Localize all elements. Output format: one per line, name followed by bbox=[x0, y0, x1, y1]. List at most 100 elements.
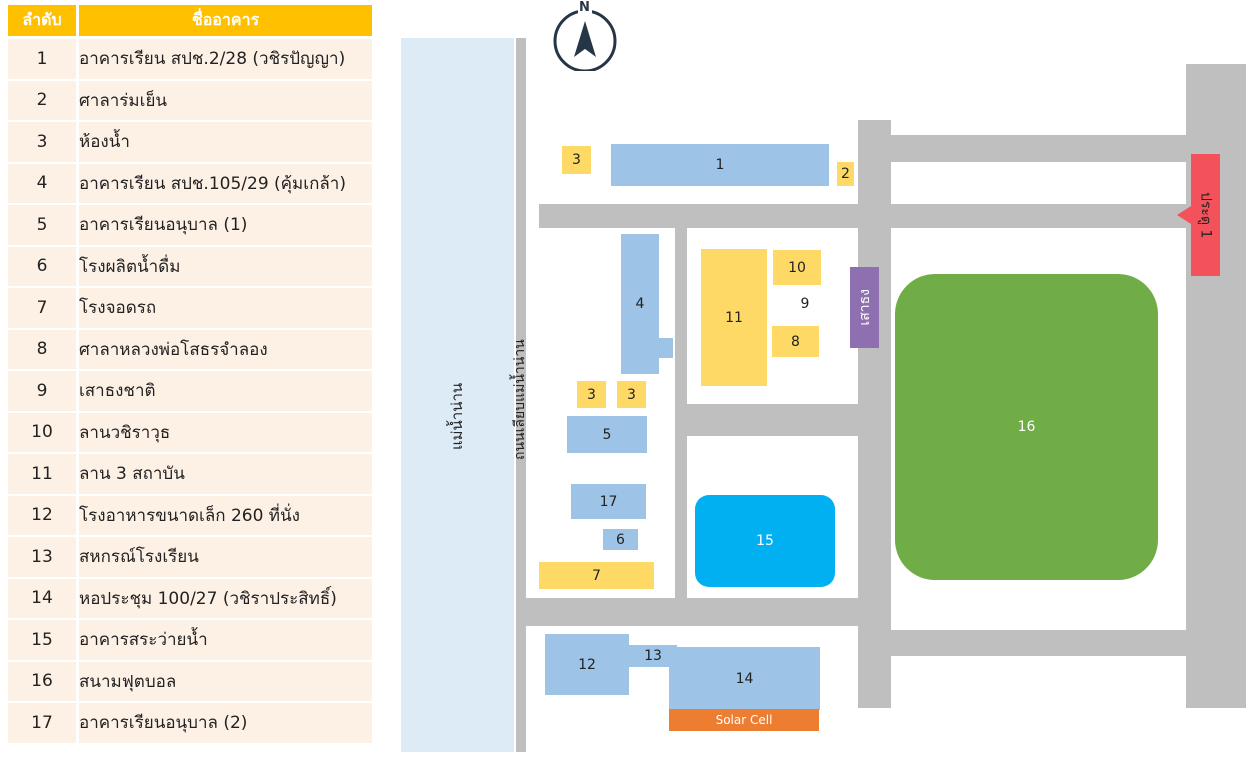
building-17: 17 bbox=[571, 484, 646, 519]
legend-row-name: โรงจอดรถ bbox=[79, 288, 372, 328]
legend-row-name: สหกรณ์โรงเรียน bbox=[79, 537, 372, 577]
river bbox=[401, 38, 514, 752]
north-label: N bbox=[579, 0, 590, 15]
legend-row-name: โรงอาหารขนาดเล็ก 260 ที่นั่ง bbox=[79, 495, 372, 535]
building-3-label: 3 bbox=[572, 152, 581, 168]
legend-row-name: เสาธงชาติ bbox=[79, 371, 372, 411]
legend-row-number: 17 bbox=[8, 703, 76, 743]
legend-row-name: ศาลาร่มเย็น bbox=[79, 80, 372, 120]
road-south-east-horizontal bbox=[891, 630, 1186, 656]
riverside-road-label: ถนนเลียบแม่น้ำน่าน bbox=[512, 339, 528, 460]
building-15-label: 15 bbox=[756, 533, 774, 549]
legend-row-number: 3 bbox=[8, 122, 76, 162]
building-16-field: 16 bbox=[895, 274, 1158, 580]
building-1: 1 bbox=[611, 144, 829, 186]
legend-row-number: 15 bbox=[8, 620, 76, 660]
legend-row-number: 1 bbox=[8, 39, 76, 79]
solar-cell-label: Solar Cell bbox=[715, 713, 773, 727]
flagpole-marker: เสาธง bbox=[850, 267, 879, 348]
road-top-horizontal bbox=[890, 135, 1188, 162]
legend-row-number: 2 bbox=[8, 80, 76, 120]
building-8-label: 8 bbox=[791, 333, 800, 350]
riverside-road bbox=[516, 38, 526, 752]
building-4: 4 bbox=[621, 234, 659, 374]
building-4-label: 4 bbox=[635, 296, 645, 312]
building-8: 8 bbox=[772, 326, 819, 357]
building-3a-label: 3 bbox=[587, 386, 596, 403]
legend-header-no: ลำดับ bbox=[8, 5, 76, 36]
building-2-label: 2 bbox=[841, 166, 850, 182]
building-3-restroom-b: 3 bbox=[617, 381, 646, 408]
flagpole-label: เสาธง bbox=[856, 289, 873, 326]
legend-row-number: 12 bbox=[8, 495, 76, 535]
legend-row-name: อาคารเรียนอนุบาล (1) bbox=[79, 205, 372, 245]
building-6: 6 bbox=[603, 529, 638, 550]
road-inner-horizontal bbox=[687, 404, 858, 436]
building-14: 14 bbox=[669, 647, 820, 710]
legend-row-number: 14 bbox=[8, 578, 76, 618]
building-14-label: 14 bbox=[735, 670, 754, 687]
legend-row-name: หอประชุม 100/27 (วชิราประสิทธิ์) bbox=[79, 578, 372, 618]
road-inner-vertical bbox=[675, 228, 687, 598]
building-13: 13 bbox=[629, 645, 677, 667]
building-7-label: 7 bbox=[592, 567, 601, 584]
building-17-label: 17 bbox=[599, 493, 618, 510]
road-south-horizontal bbox=[526, 598, 858, 626]
legend-header: ลำดับ ชื่ออาคาร bbox=[8, 5, 372, 36]
building-10: 10 bbox=[773, 250, 821, 285]
legend-row-number: 8 bbox=[8, 329, 76, 369]
building-3-restroom-a: 3 bbox=[577, 381, 606, 408]
north-compass-icon bbox=[552, 5, 618, 73]
legend-header-name: ชื่ออาคาร bbox=[79, 5, 372, 36]
building-2: 2 bbox=[837, 162, 854, 186]
building-11: 11 bbox=[701, 249, 767, 386]
building-3-restroom-north: 3 bbox=[562, 146, 591, 174]
building-15-pool: 15 bbox=[695, 495, 835, 587]
building-5-label: 5 bbox=[602, 426, 612, 443]
legend-row-number: 6 bbox=[8, 246, 76, 286]
legend-row-name: อาคารเรียนอนุบาล (2) bbox=[79, 703, 372, 743]
building-5: 5 bbox=[567, 416, 647, 453]
building-7: 7 bbox=[539, 562, 654, 589]
legend-row-number: 7 bbox=[8, 288, 76, 328]
legend-row-number: 13 bbox=[8, 537, 76, 577]
legend-row-name: อาคารเรียน สปช.2/28 (วชิรปัญญา) bbox=[79, 39, 372, 79]
building-1-label: 1 bbox=[715, 157, 725, 173]
building-16-label: 16 bbox=[1017, 419, 1036, 435]
building-12-label: 12 bbox=[578, 656, 596, 673]
legend-row-name: ลานวชิราวุธ bbox=[79, 412, 372, 452]
building-9-label: 9 bbox=[800, 296, 810, 312]
gate-pointer-icon bbox=[1177, 206, 1191, 224]
legend-row-number: 9 bbox=[8, 371, 76, 411]
legend-row-number: 5 bbox=[8, 205, 76, 245]
road-center-vertical bbox=[858, 120, 891, 708]
legend-row-name: ศาลาหลวงพ่อโสธรจำลอง bbox=[79, 329, 372, 369]
gate-1: ประตู 1 bbox=[1191, 154, 1220, 276]
river-label: แม่น้ำน่าน bbox=[448, 382, 466, 450]
legend-row-number: 4 bbox=[8, 163, 76, 203]
legend-row-name: ลาน 3 สถาบัน bbox=[79, 454, 372, 494]
building-10-label: 10 bbox=[788, 259, 806, 276]
legend-row-number: 10 bbox=[8, 412, 76, 452]
legend-row-number: 16 bbox=[8, 661, 76, 701]
building-12: 12 bbox=[545, 634, 629, 695]
legend-row-name: โรงผลิตน้ำดื่ม bbox=[79, 246, 372, 286]
building-3b-label: 3 bbox=[627, 386, 636, 403]
